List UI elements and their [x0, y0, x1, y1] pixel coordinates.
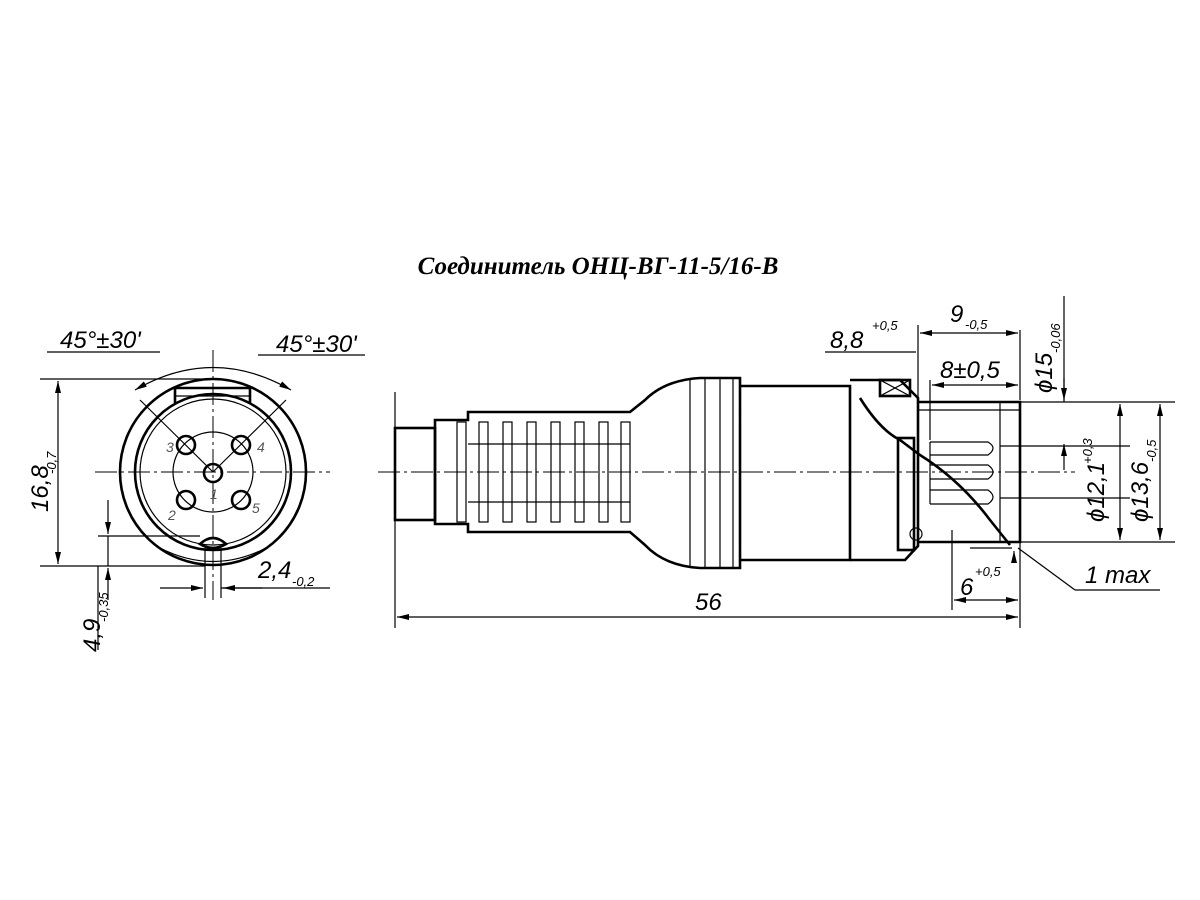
inner-diameter-tolerance: +0,3	[1080, 438, 1095, 464]
height-label: 16,8	[27, 465, 54, 512]
pin-label-4: 4	[257, 439, 265, 455]
angle-right-label: 45°±30'	[276, 331, 358, 358]
mid-diameter-label: ϕ13,6	[1127, 461, 1154, 522]
strain-relief-boot	[433, 376, 742, 570]
pin-label-2: 2	[167, 507, 176, 523]
overall-length-label: 56	[695, 589, 722, 616]
pin-label-5: 5	[252, 500, 260, 516]
front-view: 1 2 3 4 5 45°±30' 45°±30' 16,8 -0,7 4,9 …	[27, 327, 365, 652]
coupling-body	[740, 378, 1012, 562]
inner-diameter-label: ϕ12,1	[1083, 462, 1110, 522]
key-width-label: 2,4	[257, 557, 291, 584]
nut-length-tolerance: +0,5	[872, 318, 898, 333]
nut-length-label: 8,8	[830, 327, 864, 354]
gap-label: 1 max	[1085, 562, 1151, 589]
head-length-label: 9	[950, 301, 963, 328]
side-view: 56 8,8 +0,5 9 -0,5 8±0,5 ϕ15 -0,06 ϕ12,1…	[378, 296, 1175, 628]
mid-diameter-tolerance: -0,5	[1144, 439, 1159, 462]
front-insert	[918, 400, 1022, 544]
pin-label-3: 3	[166, 439, 174, 455]
outer-diameter-tolerance: -0,06	[1048, 323, 1063, 353]
pin-label-1: 1	[210, 486, 218, 502]
key-offset-label: 4,9	[79, 619, 106, 652]
front-outer-circle	[118, 377, 308, 567]
outer-diameter-label: ϕ15	[1031, 352, 1058, 393]
pin-offset-label: 6	[960, 574, 974, 601]
key-width-tolerance: -0,2	[292, 574, 315, 589]
drawing-title: Соединитель ОНЦ-ВГ-11-5/16-В	[418, 253, 779, 280]
angle-left-label: 45°±30'	[60, 327, 142, 354]
height-tolerance: -0,7	[44, 451, 59, 474]
cable-stub	[393, 426, 437, 522]
head-length-tolerance: -0,5	[965, 317, 988, 332]
front-ring-circle	[133, 392, 293, 552]
insert-length-label: 8±0,5	[940, 357, 1001, 384]
contact-pins	[175, 434, 252, 511]
key-offset-tolerance: -0,35	[96, 592, 111, 622]
pin-offset-tolerance: +0,5	[975, 564, 1001, 579]
